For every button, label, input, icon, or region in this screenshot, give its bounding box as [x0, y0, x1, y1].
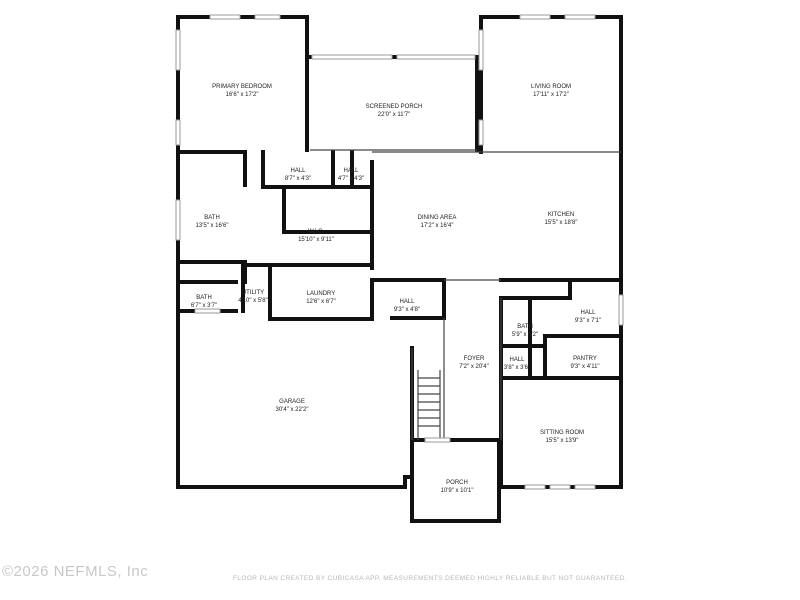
room-label-primary-bedroom: PRIMARY BEDROOM 16'6" x 17'2"	[212, 84, 272, 98]
room-dims: 9'3" x 4'11"	[570, 364, 599, 370]
room-name: FOYER	[464, 356, 485, 362]
room-label-foyer: FOYER 7'2" x 20'4"	[459, 356, 489, 370]
room-label-laundry: LAUNDRY 12'6" x 6'7"	[306, 291, 336, 305]
room-dims: 4'10" x 5'8"	[238, 298, 268, 304]
room-dims: 17'2" x 16'4"	[421, 223, 454, 229]
room-name: UTILITY	[242, 290, 264, 296]
room-label-garage: GARAGE 30'4" x 22'2"	[276, 399, 309, 413]
room-label-kitchen: KITCHEN 15'5" x 18'8"	[545, 212, 578, 226]
room-label-dining-area: DINING AREA 17'2" x 16'4"	[418, 215, 457, 229]
room-name: HALL	[399, 299, 415, 305]
room-name: HALL	[509, 357, 525, 363]
room-dims: 9'3" x 4'8"	[394, 307, 420, 313]
room-dims: 10'9" x 10'1"	[441, 488, 474, 494]
room-dims: 12'6" x 6'7"	[306, 299, 336, 305]
windows	[175, 14, 624, 490]
room-label-screened-porch: SCREENED PORCH 22'0" x 11'7"	[366, 104, 423, 118]
room-name: DINING AREA	[418, 215, 457, 221]
thin-lines	[310, 149, 621, 440]
room-label-hall-2: HALL 4'7" x 4'3"	[338, 168, 364, 182]
room-name: GARAGE	[279, 399, 305, 405]
room-label-utility: UTILITY 4'10" x 5'8"	[238, 290, 268, 304]
room-name: BATH	[204, 215, 220, 221]
room-name: HALL	[580, 310, 596, 316]
room-label-wic: W.I.C. 15'10" x 9'11"	[298, 229, 334, 243]
room-dims: 15'10" x 9'11"	[298, 237, 334, 243]
room-dims: 15'5" x 18'8"	[545, 220, 578, 226]
room-name: PORCH	[446, 480, 468, 486]
room-name: HALL	[343, 168, 359, 174]
room-label-sitting-room: SITTING ROOM 15'5" x 13'9"	[540, 430, 584, 444]
room-label-hall-4: HALL 9'3" x 7'1"	[575, 310, 601, 324]
room-label-bath-1: BATH 13'5" x 16'6"	[196, 215, 229, 229]
room-dims: 5'9" x 6'2"	[512, 332, 538, 338]
room-dims: 9'3" x 7'1"	[575, 318, 601, 324]
room-name: LIVING ROOM	[531, 84, 571, 90]
room-label-porch: PORCH 10'9" x 10'1"	[441, 480, 474, 494]
room-dims: 8'7" x 4'3"	[285, 176, 311, 182]
room-label-bath-2: BATH 6'7" x 3'7"	[191, 295, 217, 309]
room-dims: 7'2" x 20'4"	[459, 364, 489, 370]
disclaimer: FLOOR PLAN CREATED BY CUBICASA APP. MEAS…	[233, 575, 627, 582]
room-name: BATH	[517, 324, 533, 330]
room-name: SITTING ROOM	[540, 430, 584, 436]
room-dims: 16'6" x 17'2"	[226, 92, 259, 98]
room-name: HALL	[290, 168, 306, 174]
room-name: PRIMARY BEDROOM	[212, 84, 272, 90]
room-label-hall-3: HALL 9'3" x 4'8"	[394, 299, 420, 313]
room-dims: 30'4" x 22'2"	[276, 407, 309, 413]
room-dims: 22'0" x 11'7"	[378, 112, 410, 118]
room-label-living-room: LIVING ROOM 17'11" x 17'2"	[531, 84, 571, 98]
room-dims: 15'5" x 13'9"	[546, 438, 579, 444]
room-name: PANTRY	[573, 356, 597, 362]
room-label-pantry: PANTRY 9'3" x 4'11"	[570, 356, 599, 370]
room-label-hall-5: HALL 3'8" x 3'6"	[504, 357, 530, 371]
room-label-hall-1: HALL 8'7" x 4'3"	[285, 168, 311, 182]
room-name: BATH	[196, 295, 212, 301]
room-name: KITCHEN	[548, 212, 574, 218]
room-dims: 4'7" x 4'3"	[338, 176, 364, 182]
room-name: SCREENED PORCH	[366, 104, 423, 110]
room-name: LAUNDRY	[307, 291, 336, 297]
watermark: ©2026 NEFMLS, Inc	[2, 563, 149, 580]
room-dims: 13'5" x 16'6"	[196, 223, 229, 229]
room-labels: PRIMARY BEDROOM 16'6" x 17'2" SCREENED PO…	[191, 84, 601, 494]
room-dims: 17'11" x 17'2"	[533, 92, 569, 98]
room-dims: 3'8" x 3'6"	[504, 365, 530, 371]
room-label-bath-3: BATH 5'9" x 6'2"	[512, 324, 538, 338]
room-dims: 6'7" x 3'7"	[191, 303, 217, 309]
room-name: W.I.C.	[308, 229, 325, 235]
